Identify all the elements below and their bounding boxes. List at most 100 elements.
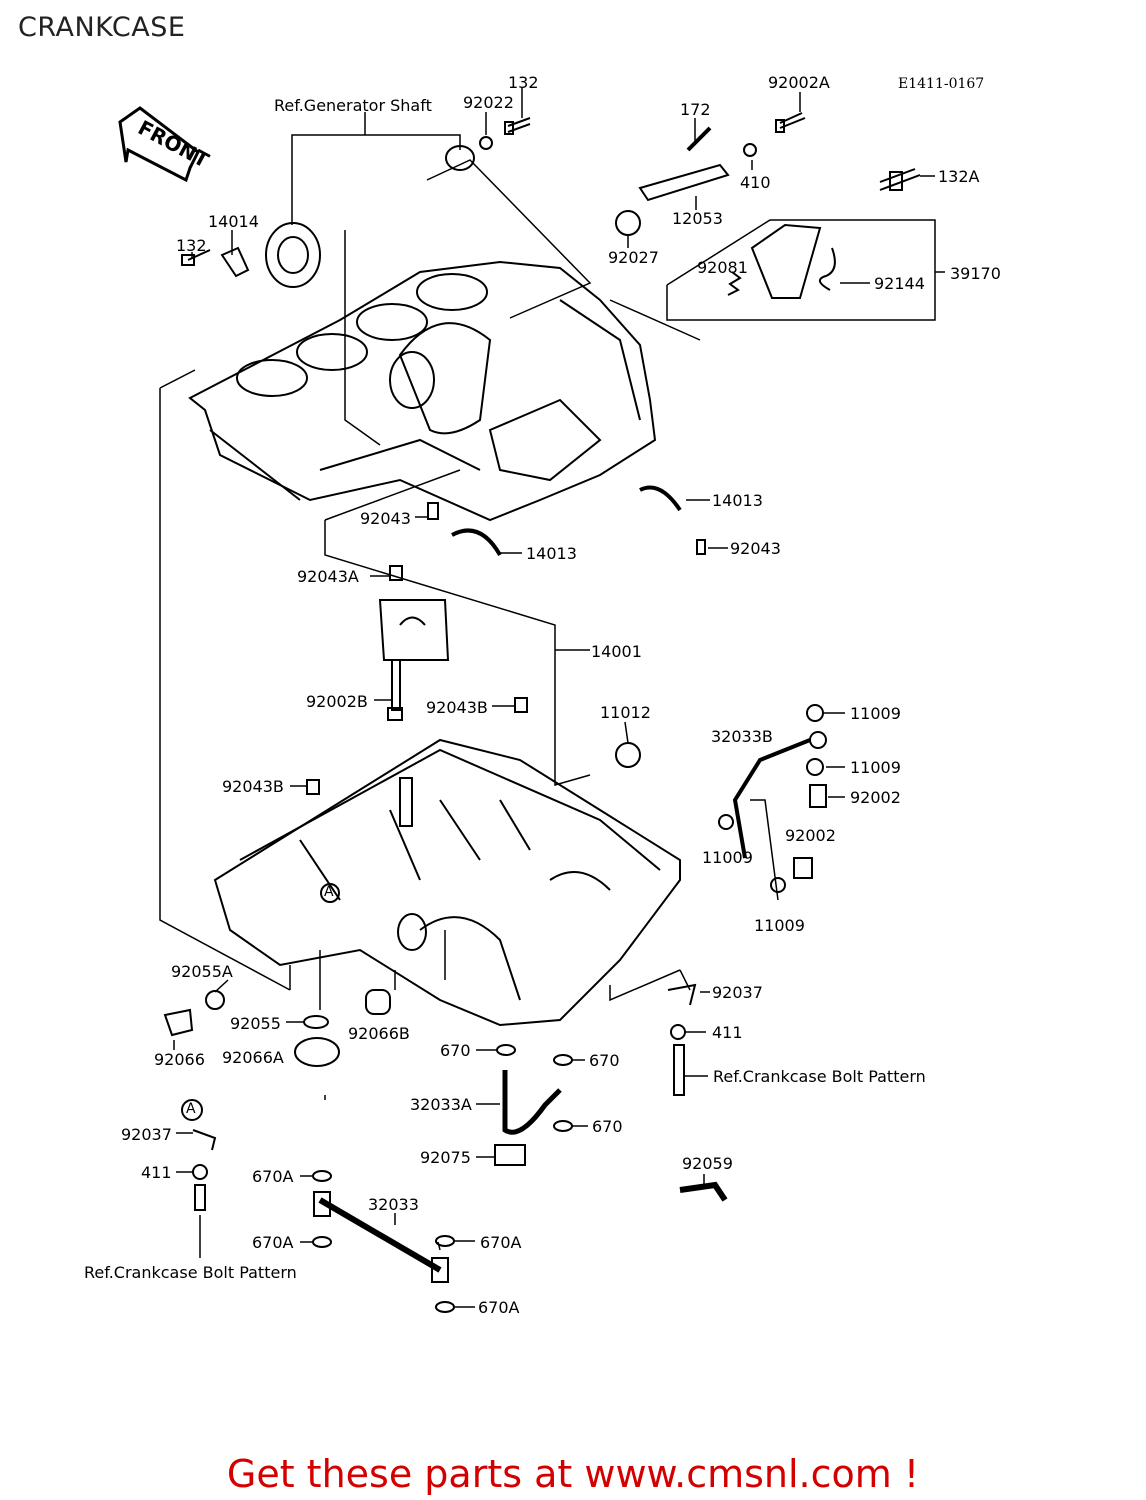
banjo-bolt-icon — [793, 857, 813, 879]
washer-icon — [806, 758, 824, 776]
part-label-670a: 670A — [478, 1298, 520, 1317]
o-ring-icon — [303, 1015, 329, 1029]
part-label-92043b: 92043B — [222, 777, 284, 796]
oil-pipe-icon — [732, 738, 811, 859]
part-label-410: 410 — [740, 173, 771, 192]
part-label-92002: 92002 — [785, 826, 836, 845]
marker-a-label: A — [186, 1101, 196, 1117]
part-label-670: 670 — [440, 1041, 471, 1060]
part-label-92002: 92002 — [850, 788, 901, 807]
diagram-code: E1411-0167 — [898, 76, 984, 92]
washer-icon — [718, 814, 734, 830]
o-ring-icon — [205, 990, 225, 1010]
o-ring-icon — [312, 1236, 332, 1248]
part-label-92037: 92037 — [121, 1125, 172, 1144]
spring-icon — [819, 247, 836, 291]
part-label-92037: 92037 — [712, 983, 763, 1002]
page-title: CRANKCASE — [18, 12, 186, 43]
label-leaders — [173, 88, 935, 1308]
part-label-92055a: 92055A — [171, 962, 233, 981]
washer-icon — [670, 1024, 686, 1040]
part-label-172: 172 — [680, 100, 711, 119]
part-label-132a: 132A — [938, 167, 980, 186]
oil-pipe-icon — [502, 1070, 562, 1135]
part-label-92075: 92075 — [420, 1148, 471, 1167]
part-label-32033: 32033 — [368, 1195, 419, 1214]
o-ring-icon — [553, 1120, 573, 1132]
bracket-icon — [750, 223, 822, 299]
part-label-670: 670 — [589, 1051, 620, 1070]
ref-generator-shaft-label: Ref.Generator Shaft — [274, 96, 432, 115]
bearing-insert-icon — [451, 528, 502, 557]
part-label-11009: 11009 — [754, 916, 805, 935]
o-ring-icon — [435, 1235, 455, 1247]
marker-icon — [181, 1099, 203, 1121]
bolt-icon — [387, 659, 403, 721]
part-label-14001: 14001 — [591, 642, 642, 661]
part-label-92066b: 92066B — [348, 1024, 410, 1043]
part-label-11009: 11009 — [702, 848, 753, 867]
banjo-bolt-icon — [809, 784, 827, 808]
clamp-icon — [192, 1129, 217, 1151]
part-label-132: 132 — [508, 73, 539, 92]
bolt-icon — [194, 1184, 206, 1211]
spring-icon — [727, 271, 742, 296]
dowel-pin-icon — [696, 539, 706, 555]
oil-seal-icon — [615, 742, 641, 768]
plug-icon — [163, 1008, 194, 1037]
oil-pipe-icon — [313, 1191, 449, 1283]
o-ring-icon — [553, 1054, 573, 1066]
bushing-icon — [445, 145, 475, 171]
part-label-411: 411 — [712, 1023, 743, 1042]
part-label-92059: 92059 — [682, 1154, 733, 1173]
washer-icon — [809, 731, 827, 749]
bolt-icon — [673, 1044, 685, 1096]
small-parts — [163, 112, 921, 1313]
part-label-14013: 14013 — [526, 544, 577, 563]
part-label-92043b: 92043B — [426, 698, 488, 717]
oil-pipe-icon — [679, 1181, 728, 1202]
part-label-670: 670 — [592, 1117, 623, 1136]
part-label-92055: 92055 — [230, 1014, 281, 1033]
bracket-icon — [220, 246, 250, 278]
part-label-14013: 14013 — [712, 491, 763, 510]
cmsnl-footer-link[interactable]: Get these parts at www.cmsnl.com ! — [226, 1452, 920, 1496]
part-label-92066: 92066 — [154, 1050, 205, 1069]
ref-crankcase-bolt-pattern-label: Ref.Crankcase Bolt Pattern — [84, 1263, 297, 1282]
part-label-92022: 92022 — [463, 93, 514, 112]
upper-crankcase — [188, 260, 657, 522]
bearing-insert-icon — [639, 485, 682, 512]
washer-icon — [806, 704, 824, 722]
front-arrow-icon: FRONT — [118, 106, 213, 183]
ref-crankcase-bolt-pattern-label: Ref.Crankcase Bolt Pattern — [713, 1067, 926, 1086]
bolt-icon — [775, 112, 806, 133]
part-label-670a: 670A — [252, 1167, 294, 1186]
part-label-11012: 11012 — [600, 703, 651, 722]
part-label-92144: 92144 — [874, 274, 925, 293]
part-label-39170: 39170 — [950, 264, 1001, 283]
plug-icon — [294, 1037, 340, 1067]
dowel-pin-icon — [514, 697, 528, 713]
bolt-icon — [181, 249, 211, 266]
part-label-670a: 670A — [252, 1233, 294, 1252]
lower-crankcase — [213, 738, 681, 1027]
part-label-92043: 92043 — [360, 509, 411, 528]
part-label-11009: 11009 — [850, 704, 901, 723]
part-label-411: 411 — [141, 1163, 172, 1182]
part-label-14014: 14014 — [208, 212, 259, 231]
part-label-670a: 670A — [480, 1233, 522, 1252]
part-label-92081: 92081 — [697, 258, 748, 277]
part-label-92043: 92043 — [730, 539, 781, 558]
dowel-pin-icon — [306, 779, 320, 795]
leader-lines — [159, 112, 945, 1258]
part-label-11009: 11009 — [850, 758, 901, 777]
part-label-92002a: 92002A — [768, 73, 830, 92]
washer-icon — [743, 143, 757, 157]
dowel-pin-icon — [389, 565, 403, 581]
clamp-icon — [667, 983, 697, 1006]
guide-bar-icon — [638, 163, 730, 202]
part-label-92002b: 92002B — [306, 692, 368, 711]
dowel-pin-icon — [427, 502, 439, 520]
o-ring-icon — [496, 1044, 516, 1056]
